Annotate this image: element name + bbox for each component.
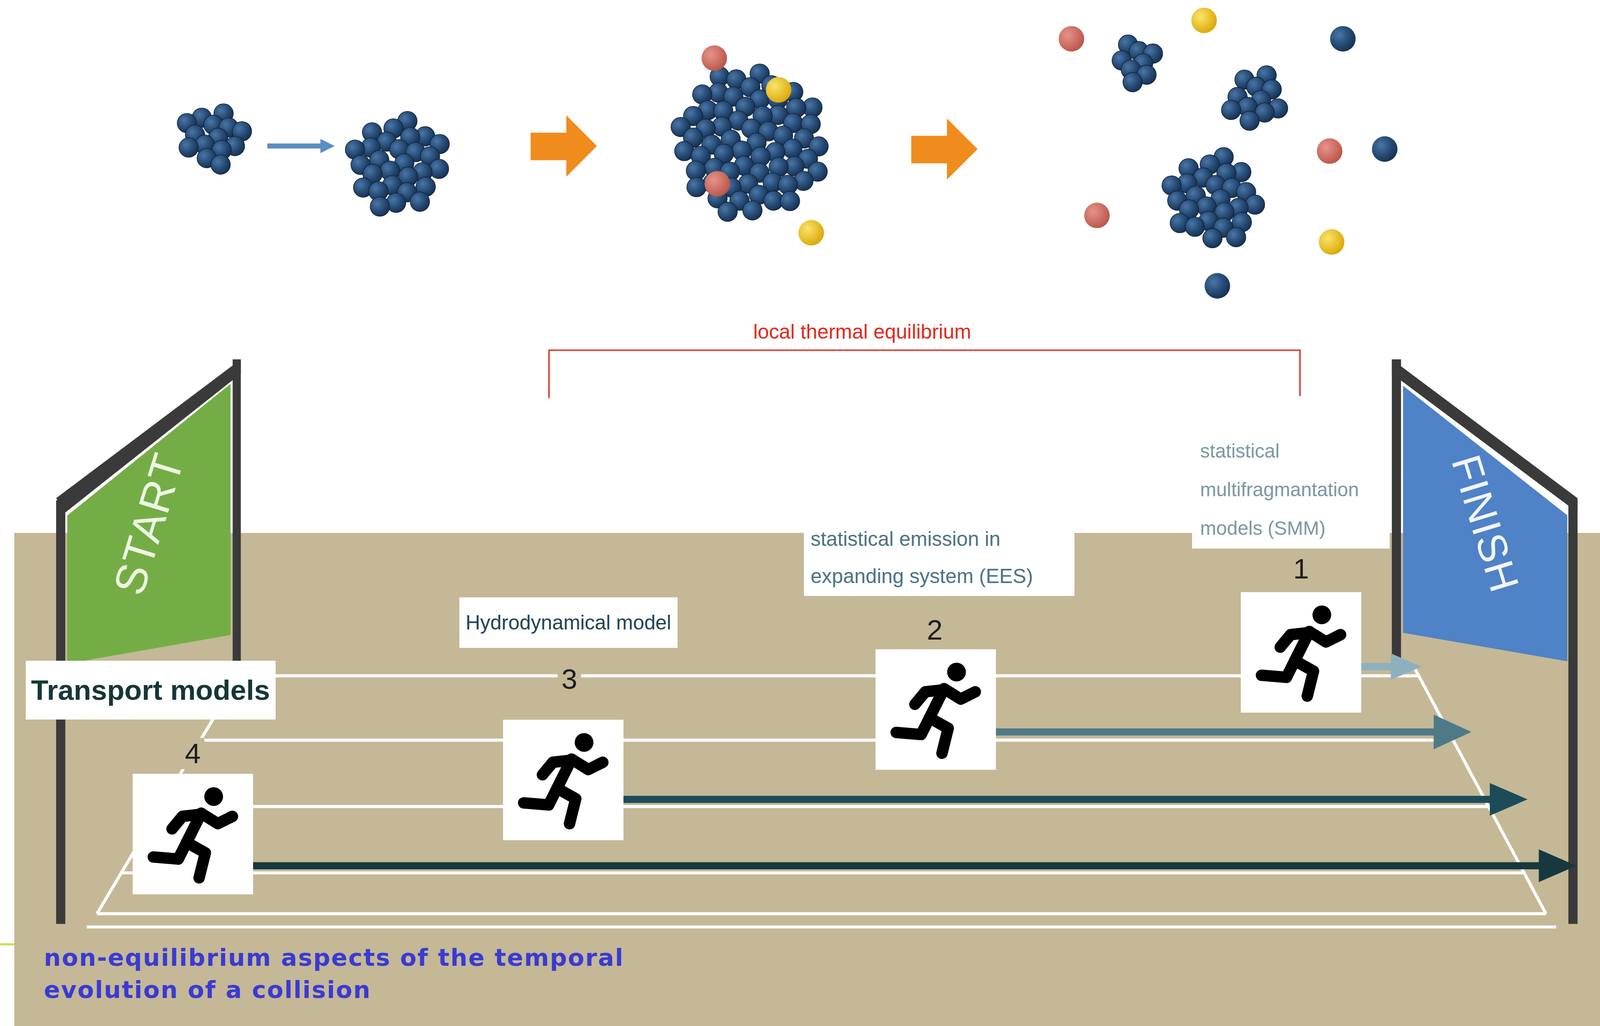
nucleon [410,192,430,212]
lane-arrow [602,795,1493,803]
particle [1318,229,1345,255]
particle [1329,26,1356,52]
nucleon [1239,111,1260,131]
model-label-box: Transport models [25,660,276,720]
particle [1058,26,1085,52]
runner-box [132,773,254,894]
runner-head [204,786,224,806]
particle [701,45,728,72]
runner-box [503,719,624,840]
runner-figure [1261,605,1341,696]
runner-arm [201,813,233,824]
nucleon [1185,216,1205,237]
particle [1191,7,1217,34]
banner-fill [1402,385,1568,662]
sign-pole [1391,359,1402,666]
callout-number: 3 [557,663,581,695]
orange-arrow [911,118,978,180]
footnote: non-equilibrium aspects of the temporal … [44,941,642,1006]
model-label-box: Hydrodynamical model [459,597,679,648]
nucleon [370,196,390,216]
nucleon [179,137,199,158]
callout-number: 4 [181,737,205,769]
lane-arrow [236,861,1541,870]
ground-edge [0,943,15,945]
model-label-box: statistical emission in expanding system… [803,518,1075,597]
ground [14,532,1600,1026]
lane-arrow-head [1538,849,1577,882]
runner-head [1312,605,1332,625]
runner-head [947,662,967,682]
nucleon [210,154,231,175]
runner-head [574,733,594,752]
model-name: Transport models [31,671,271,709]
runner-figure [896,662,976,753]
small-arrow [267,143,323,149]
runner-leg [523,788,558,805]
particle [765,77,792,103]
nucleon [1245,194,1265,215]
finish-banner: FINISH [1402,383,1569,664]
model-name: statistical multifragmantation models (S… [1200,431,1382,548]
particle [1317,138,1343,164]
sign-pole [232,359,241,666]
runner-icon [1240,592,1362,713]
track-line [96,911,1546,916]
nucleon [1226,227,1246,247]
lane-arrow [974,728,1437,736]
runner-arm [1309,631,1341,642]
runner-icon [132,773,254,894]
track-line [121,870,1525,875]
model-name: Hydrodynamical model [465,607,672,638]
particle [798,220,825,246]
nucleon [1202,228,1222,248]
nucleon [742,200,763,221]
particle [1372,136,1398,163]
runner-figure [523,733,603,824]
nucleon [1123,72,1143,92]
start-banner: START [65,381,233,666]
runner-arm [944,688,976,700]
runner-leg [1261,660,1295,678]
sign-pole [1568,500,1578,924]
nucleon [429,158,449,179]
track-line [161,804,1489,809]
lane-arrow-head [1433,714,1472,750]
nucleon [686,177,707,197]
orange-arrow [530,115,597,177]
callout-number: 2 [923,614,947,646]
runner-figure [153,786,233,878]
banner-fill [67,383,231,664]
runner-leg [153,842,187,859]
equilibrium-bracket [548,350,1301,398]
runner-icon [875,649,996,770]
lane-arrow-head [1390,653,1422,680]
track-line [199,738,1454,742]
runner-icon [503,719,624,840]
nucleon [1221,100,1241,120]
model-name: statistical emission in expanding system… [810,520,1069,595]
finish-sign-frame [1391,359,1578,924]
track-line [86,925,1557,929]
callout-number: 1 [1289,553,1313,585]
nucleon [780,191,800,211]
nucleon [718,202,738,222]
runner-icons [132,592,1362,895]
runner-leg [896,717,930,735]
particle [704,170,731,197]
runner-box [875,649,996,770]
particle [1084,202,1110,229]
runner-arm [571,758,603,770]
nuclei-illustration [177,7,1398,299]
model-label-box: statistical multifragmantation models (S… [1192,430,1391,549]
particle [1204,272,1231,299]
track-line [1413,665,1547,914]
small-arrow-head [320,138,335,153]
bracket-label: local thermal equilibrium [753,320,972,344]
runner-box [1240,592,1362,713]
lane-arrow-head [1489,782,1528,816]
